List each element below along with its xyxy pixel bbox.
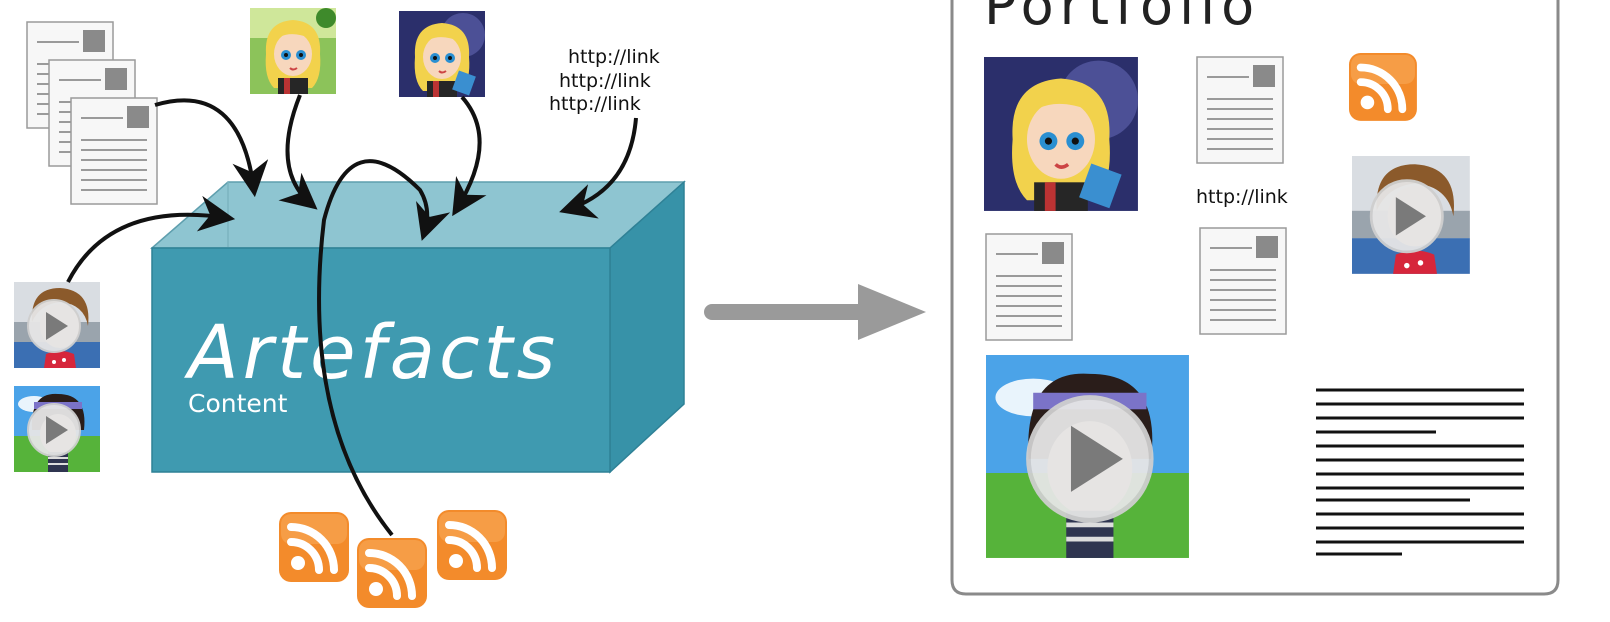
text-block: [1316, 388, 1524, 556]
video-thumbnail: [1352, 156, 1470, 274]
document-stack: [26, 21, 158, 205]
link-text: http://link: [559, 70, 651, 92]
curved-arrow: [278, 94, 318, 210]
artefacts-box: Artefacts Content: [149, 180, 686, 474]
box-title: Artefacts: [184, 310, 559, 396]
rss-feed-icon: [437, 510, 507, 580]
video-play-icon: [1028, 397, 1151, 520]
transform-arrow: [704, 284, 926, 340]
avatar-image: [250, 8, 336, 95]
curved-arrow: [317, 159, 451, 537]
rss-feed-icon: [279, 512, 349, 582]
video-thumbnail: [14, 282, 100, 368]
rss-feed-icon: [1349, 53, 1417, 121]
avatar-image: [399, 11, 485, 98]
video-play-icon: [27, 403, 81, 457]
link-text: http://link: [549, 93, 641, 115]
portfolio-title: Portfolio: [984, 0, 1260, 37]
link-text: http://link: [568, 46, 660, 68]
video-play-icon: [27, 299, 81, 353]
video-thumbnail: [986, 355, 1189, 558]
curved-arrow: [559, 117, 638, 219]
document-icon: [985, 233, 1073, 341]
document-icon: [1199, 227, 1287, 335]
portfolio-frame: Portfolio http://link: [950, 0, 1560, 596]
avatar-image: [984, 57, 1138, 213]
curved-arrow: [154, 98, 269, 198]
curved-arrow: [452, 95, 487, 217]
document-icon: [1196, 56, 1284, 164]
rss-feed-icon: [357, 538, 427, 608]
portfolio-link: http://link: [1196, 186, 1288, 208]
video-play-icon: [1369, 179, 1444, 254]
video-thumbnail: [13, 385, 101, 473]
curved-arrow: [66, 195, 236, 283]
box-subtitle: Content: [188, 389, 288, 418]
flow-arrows: [66, 94, 638, 537]
document-icon: [70, 97, 158, 205]
